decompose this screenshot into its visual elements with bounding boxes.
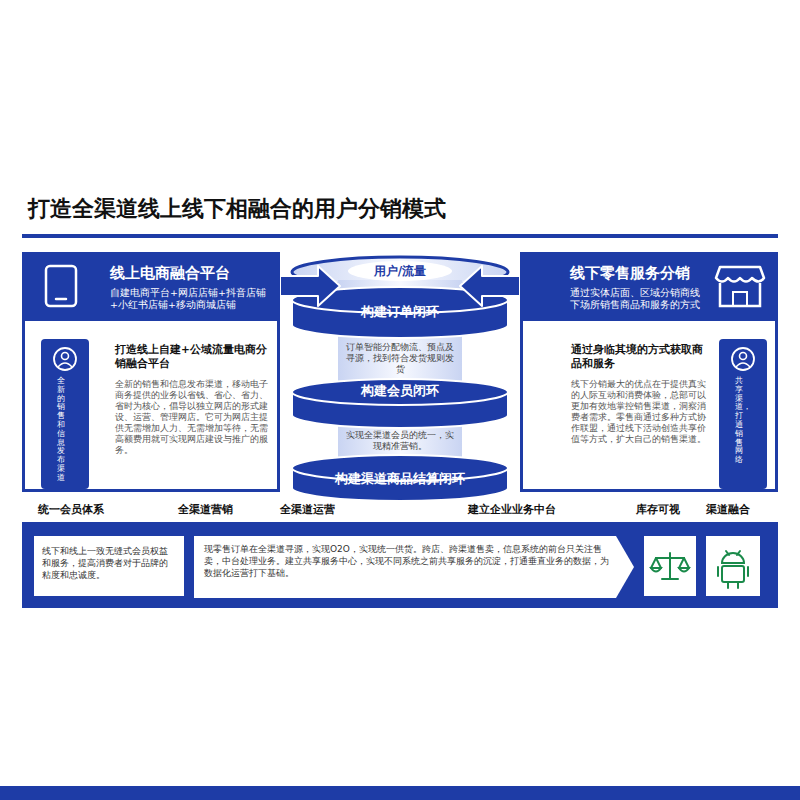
arrow-box: 现零售订单在全渠道寻源，实现O2O，实现统一供货。跨店、跨渠道售卖，信息系统的前… <box>194 536 634 598</box>
scale-pan <box>679 568 689 572</box>
disc-title: 构建会员闭环 <box>320 383 480 399</box>
panel-title: 线上电商融合平台 <box>110 264 270 283</box>
panel-heading: 打造线上自建+公域流量电商分销融合平台 <box>115 343 267 370</box>
scale-post <box>669 553 671 578</box>
section-heading: 全渠道运营 <box>280 503 335 517</box>
icon-stroke <box>62 353 69 360</box>
info-text: 现零售订单在全渠道寻源，实现O2O，实现统一供货。跨店、跨渠道售卖，信息系统的前… <box>204 543 609 579</box>
person-icon <box>719 339 767 379</box>
part <box>651 551 748 588</box>
header-box: 线下零售服务分销通过实体店面、区域分销商线下场所销售商品和服务的方式 <box>520 252 778 320</box>
android-antenna <box>726 551 729 555</box>
icon-stroke <box>732 348 754 370</box>
diagram-title: 打造全渠道线上线下相融合的用户分销模式 <box>28 194 446 224</box>
panel-heading: 通过身临其境的方式获取商品和服务 <box>571 343 706 370</box>
panel-body: 全新的销售和信息发布渠道，移动电子商务提供的业务以省钱、省心、省力、省时为核心，… <box>115 379 270 456</box>
cylinder-top-text: 用户/流量 <box>340 264 460 279</box>
disc-layer: 构建渠道商品结算闭环 <box>310 468 490 494</box>
android-leg <box>737 583 739 588</box>
vertical-text: 共享渠道，打通销售网络 <box>735 377 743 465</box>
panel-subtitle: 自建电商平台+网店店铺+抖音店铺+小红书店铺+移动商城店铺 <box>110 287 275 311</box>
scale-string <box>651 558 656 568</box>
disc-layer: 构建会员闭环实现全渠道会员的统一，实现精准营销。 <box>320 380 480 458</box>
android-antenna <box>737 551 740 555</box>
android-arm <box>717 567 719 576</box>
bottom-band <box>22 522 778 608</box>
panel-box: 打造线上自建+公域流量电商分销融合平台全新的销售和信息发布渠道，移动电子商务提供… <box>22 318 280 492</box>
icon-stroke <box>58 363 72 367</box>
icon-stroke <box>194 536 634 598</box>
icon-stroke <box>56 298 66 301</box>
info-box: 线下和线上一致无缝式会员权益和服务，提高消费者对于品牌的粘度和忠诚度。 <box>34 536 184 596</box>
android-leg <box>727 583 729 588</box>
scale-beam <box>656 557 684 559</box>
android-arm <box>747 567 749 576</box>
icon-stroke <box>46 266 76 306</box>
block-arrow <box>460 266 520 306</box>
icon-stroke <box>720 283 760 306</box>
disc-top <box>292 379 508 405</box>
cylinder-stack: 用户/流量构建订单闭环订单智能分配物流、预点及寻源，找到符合发货规则发货构建会员… <box>340 258 460 500</box>
icon-stroke <box>740 353 747 360</box>
icon-box <box>644 536 696 596</box>
scale-string <box>679 558 684 568</box>
icon-stroke <box>716 267 764 282</box>
disc-layer: 构建订单闭环订单智能分配物流、预点及寻源，找到符合发货规则发货 <box>320 300 480 378</box>
panel-subtitle: 通过实体店面、区域分销商线下场所销售商品和服务的方式 <box>570 287 708 311</box>
disc-title: 构建渠道商品结算闭环 <box>310 471 490 487</box>
android-body <box>722 566 744 582</box>
footer-bar <box>0 786 800 800</box>
scale-base <box>662 578 678 580</box>
panel-box: 通过身临其境的方式获取商品和服务线下分销最大的优点在于提供真实的人际互动和消费体… <box>520 318 778 492</box>
section-heading: 统一会员体系 <box>38 503 104 517</box>
icon-stroke <box>54 348 76 370</box>
header-box: 线上电商融合平台自建电商平台+网店店铺+抖音店铺+小红书店铺+移动商城店铺 <box>22 252 280 320</box>
disc-note: 订单智能分配物流、预点及寻源，找到符合发货规则发货 <box>342 342 458 375</box>
block-arrow <box>280 266 340 306</box>
panel-body: 线下分销最大的优点在于提供真实的人际互动和消费体验，总部可以更加有效地掌控销售渠… <box>571 379 706 445</box>
info-text: 线下和线上一致无缝式会员权益和服务，提高消费者对于品牌的粘度和忠诚度。 <box>42 545 176 581</box>
section-heading: 渠道融合 <box>706 503 750 517</box>
disc-note: 实现全渠道会员的统一，实现精准营销。 <box>342 430 458 452</box>
section-heading: 建立企业业务中台 <box>468 503 556 517</box>
android-head <box>722 553 744 563</box>
scale-pan <box>651 568 661 572</box>
scale-string <box>684 558 689 568</box>
vertical-text: 全新的销售和信息发布渠道 <box>57 377 65 483</box>
icon-box <box>706 536 760 596</box>
person-icon <box>41 339 89 379</box>
disc-title: 构建订单闭环 <box>320 304 480 320</box>
tablet-icon <box>22 252 92 320</box>
icon-stroke <box>733 292 747 306</box>
part <box>292 287 508 501</box>
title-rule <box>22 234 778 238</box>
section-heading: 全渠道营销 <box>178 503 233 517</box>
icon-stroke <box>736 363 750 367</box>
section-heading: 库存可视 <box>636 503 680 517</box>
panel-title: 线下零售服务分销 <box>570 264 715 283</box>
side-card: 共享渠道，打通销售网络 <box>719 339 767 489</box>
side-card: 全新的销售和信息发布渠道 <box>41 339 89 489</box>
scale-string <box>656 558 661 568</box>
